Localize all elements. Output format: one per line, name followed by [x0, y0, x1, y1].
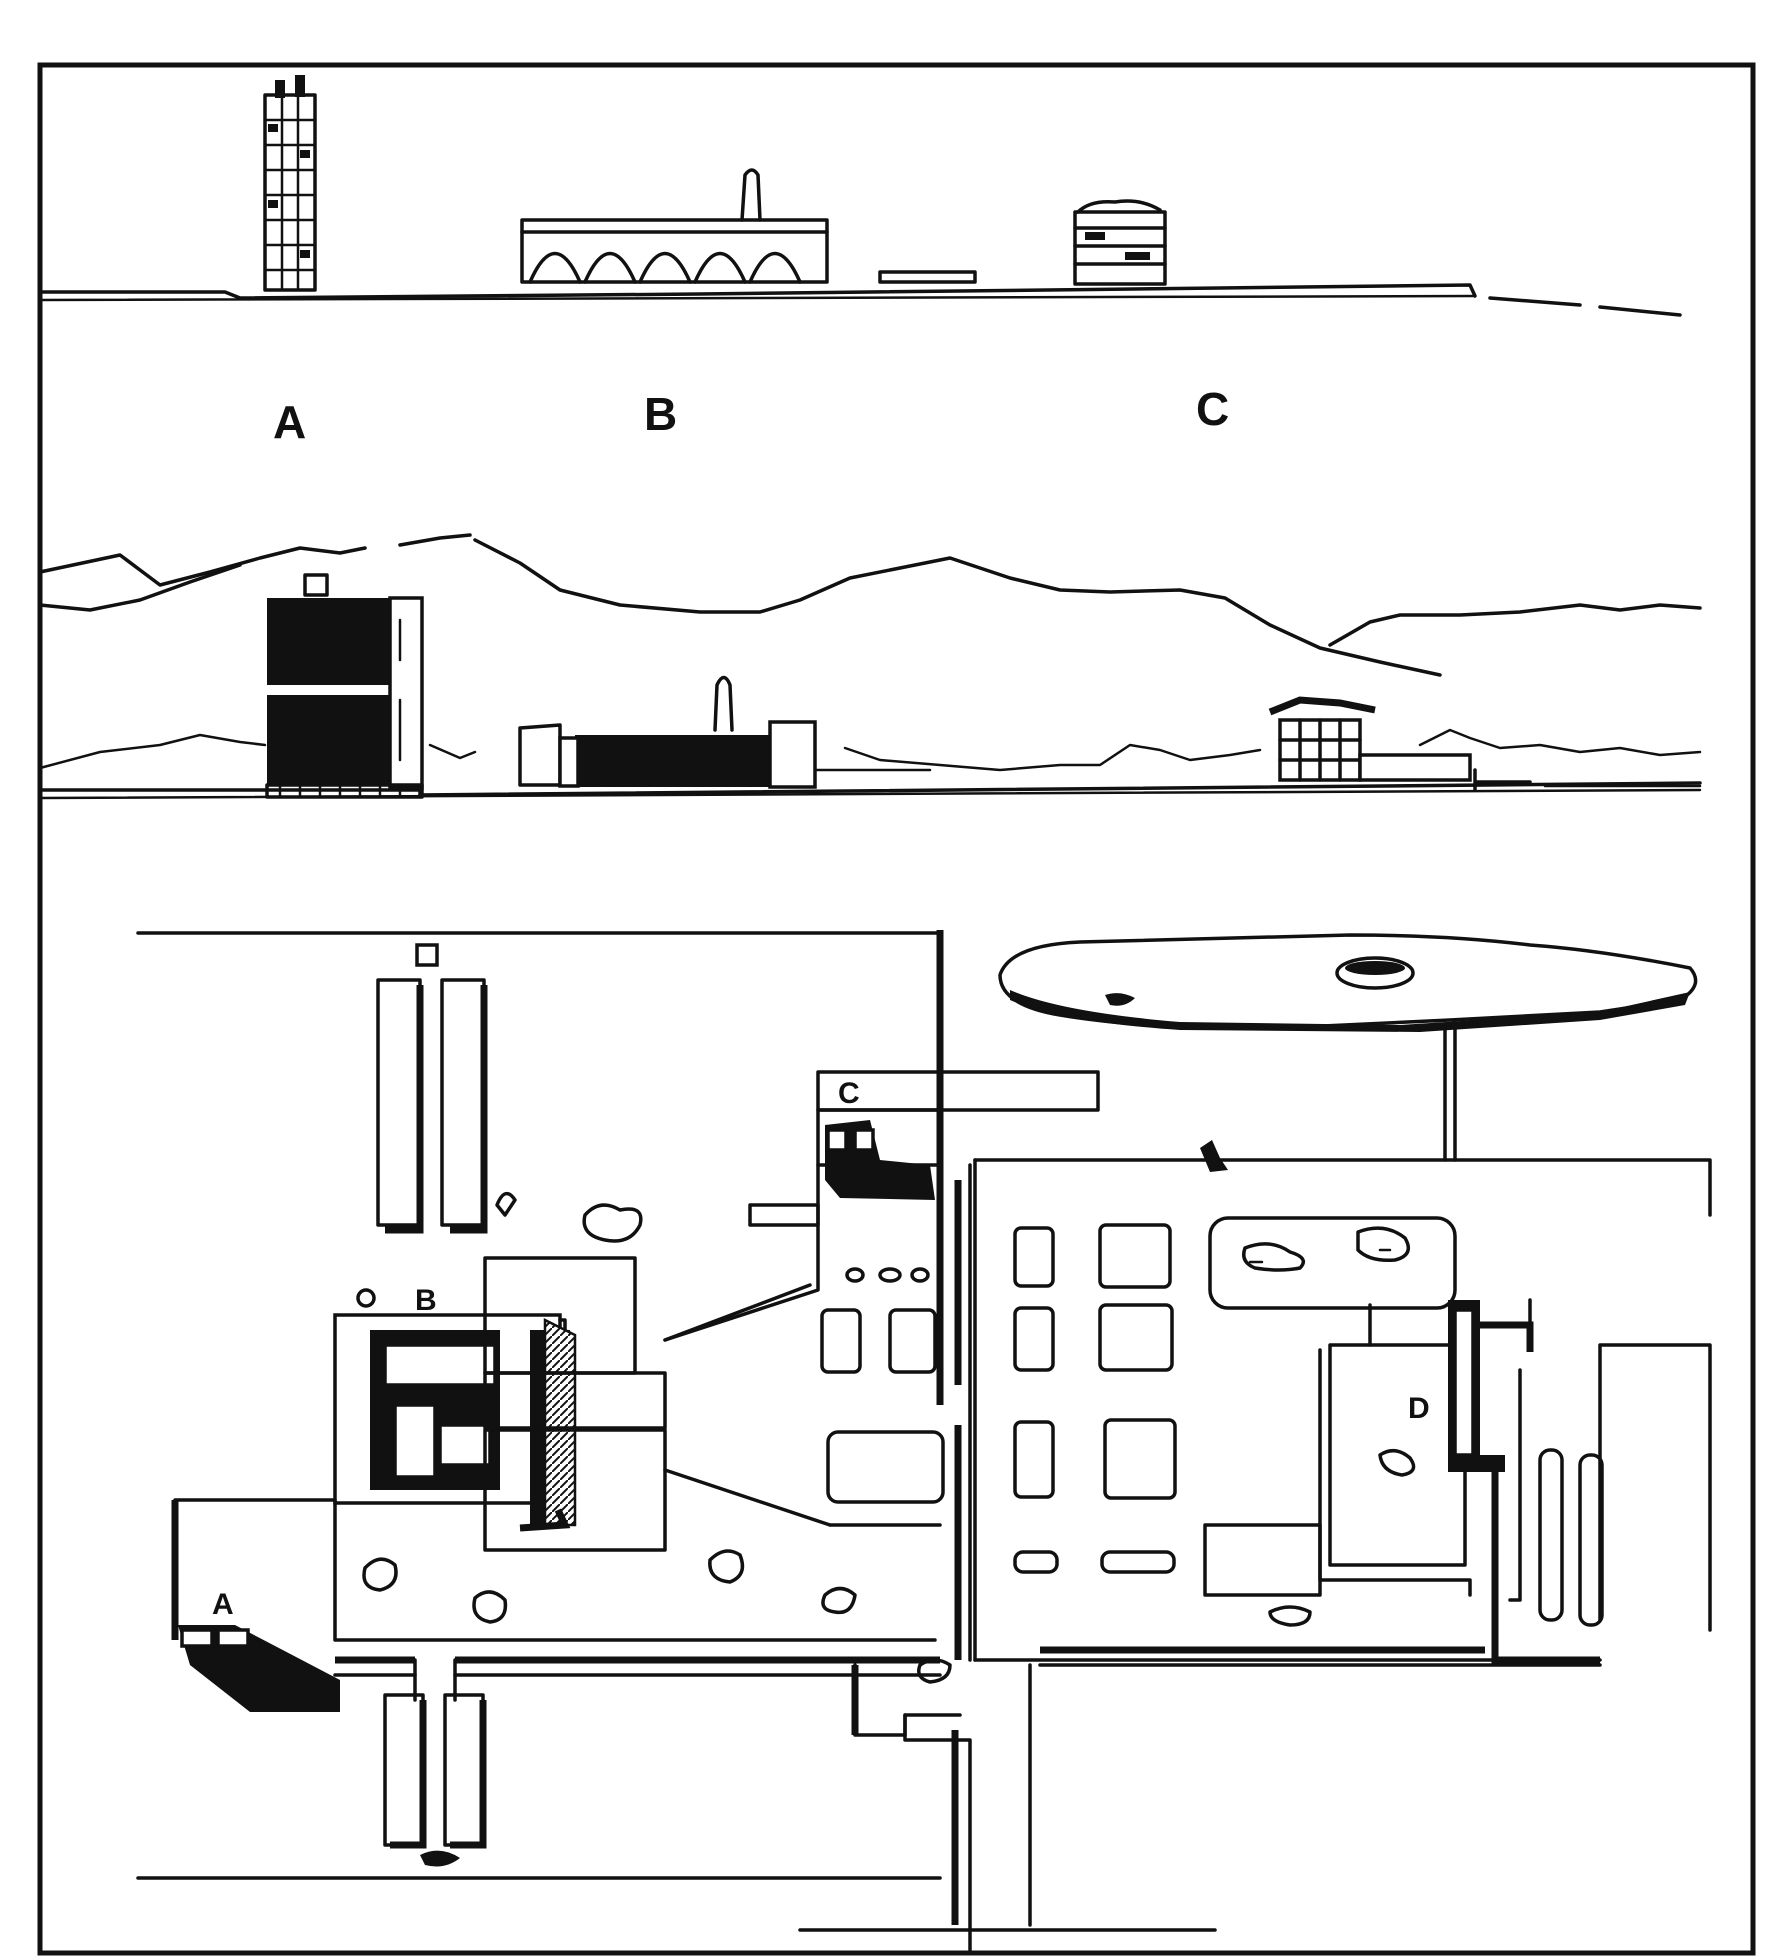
tree [821, 1586, 857, 1615]
tower-a-plan [171, 1500, 340, 1712]
tower-a-massing [265, 573, 424, 799]
drawing-frame [37, 62, 1756, 1956]
site-plan [136, 930, 1712, 1952]
plan-label-a: A [212, 1588, 234, 1621]
elevation-skyline [38, 533, 1702, 800]
assembly-b-massing [518, 675, 932, 789]
plan-label-c: C [838, 1077, 860, 1110]
building-c-massing [1268, 696, 1702, 792]
plan-label-b: B [415, 1284, 437, 1317]
tree [362, 1557, 398, 1592]
tree [708, 1549, 745, 1584]
building-c-elevation [1073, 199, 1167, 286]
elevated-platform [998, 933, 1698, 1162]
tree [472, 1590, 508, 1624]
assembly-b-plan [333, 1256, 667, 1552]
residential-slabs-north [376, 943, 517, 1234]
section-label-a: A [273, 396, 306, 448]
building-c-plan [663, 1070, 1100, 1527]
east-superblock [973, 1158, 1712, 1667]
section-label-c: C [1196, 383, 1229, 435]
section-label-b: B [644, 388, 677, 440]
tree [917, 1658, 952, 1684]
tower-a-elevation [263, 75, 317, 292]
tree [1268, 1605, 1312, 1627]
arcade-b-elevation [520, 168, 829, 284]
plan-label-d: D [1408, 1392, 1430, 1425]
tree [582, 1203, 643, 1243]
residential-slabs-south [383, 1693, 487, 1867]
section-elevation-top [38, 75, 1682, 317]
